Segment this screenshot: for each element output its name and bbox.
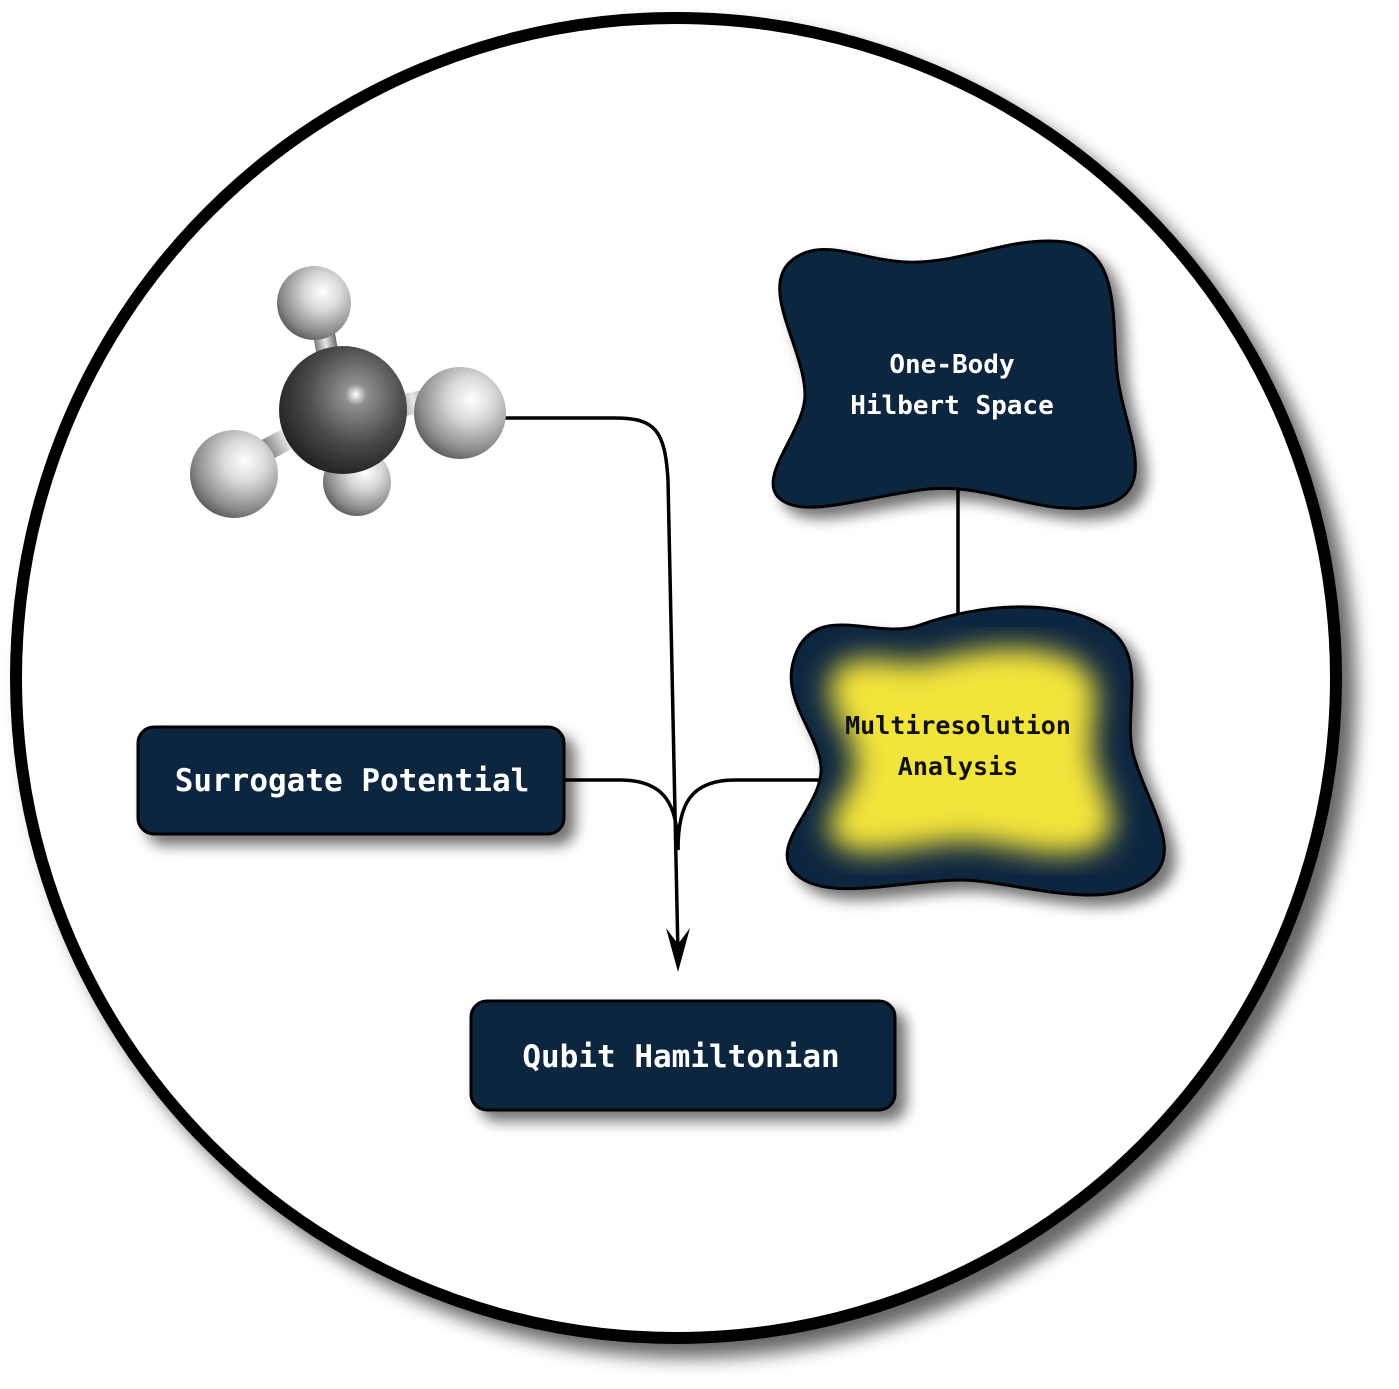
node-surrogate-potential	[136, 725, 566, 836]
hilbert-space-blob	[771, 239, 1137, 510]
mra-label-line2: Analysis	[898, 752, 1018, 781]
arrowhead	[666, 928, 690, 972]
mra-highlight	[828, 647, 1114, 854]
node-one-body-hilbert-space	[771, 239, 1137, 510]
outer-circle	[10, 12, 1342, 1344]
edge-mra-to-qubit-hamiltonian	[676, 778, 822, 851]
surrogate-potential-box	[136, 725, 566, 836]
qubit-hamiltonian-label: Qubit Hamiltonian	[522, 1039, 839, 1075]
hilbert-space-label-line2: Hilbert Space	[850, 391, 1054, 421]
hilbert-space-label-line1: One-Body	[889, 350, 1014, 380]
qubit-hamiltonian-box	[469, 999, 897, 1112]
mra-label-line1: Multiresolution	[845, 711, 1071, 740]
node-qubit-hamiltonian	[469, 999, 897, 1112]
methane-molecule-icon	[190, 266, 506, 518]
surrogate-potential-label: Surrogate Potential	[175, 763, 530, 799]
edge-molecule-to-qubit-hamiltonian	[500, 416, 680, 956]
